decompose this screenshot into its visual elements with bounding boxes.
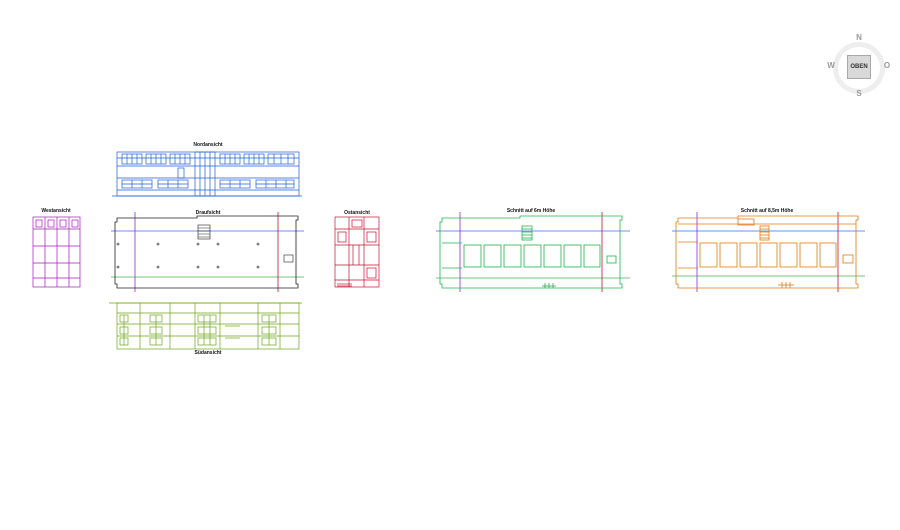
ostansicht-elevation	[334, 216, 380, 288]
viewcube-top-face[interactable]: OBEN	[847, 55, 871, 79]
viewcube-east[interactable]: O	[883, 61, 891, 70]
viewcube-south[interactable]: S	[856, 89, 862, 98]
viewcube[interactable]: N S W O OBEN	[820, 30, 900, 110]
nordansicht-elevation	[112, 151, 302, 197]
label-nordansicht: Nordansicht	[193, 142, 223, 148]
viewcube-north[interactable]: N	[856, 33, 862, 42]
label-schnitt-6m: Schnitt auf 6m Höhe	[506, 208, 556, 214]
label-westansicht: Westansicht	[41, 208, 71, 214]
draufsicht-plan	[111, 212, 304, 292]
schnitt-6m-section	[436, 212, 630, 292]
label-schnitt-8-5m: Schnitt auf 8,5m Höhe	[740, 208, 794, 214]
label-ostansicht: Ostansicht	[344, 210, 370, 216]
viewcube-west[interactable]: W	[827, 61, 835, 70]
schnitt-8-5m-section	[672, 212, 865, 292]
label-suedansicht: Südansicht	[194, 350, 222, 356]
label-draufsicht: Draufsicht	[195, 210, 221, 216]
viewcube-compass-ring[interactable]	[833, 42, 885, 94]
suedansicht-elevation	[109, 302, 302, 350]
westansicht-elevation	[32, 216, 81, 288]
